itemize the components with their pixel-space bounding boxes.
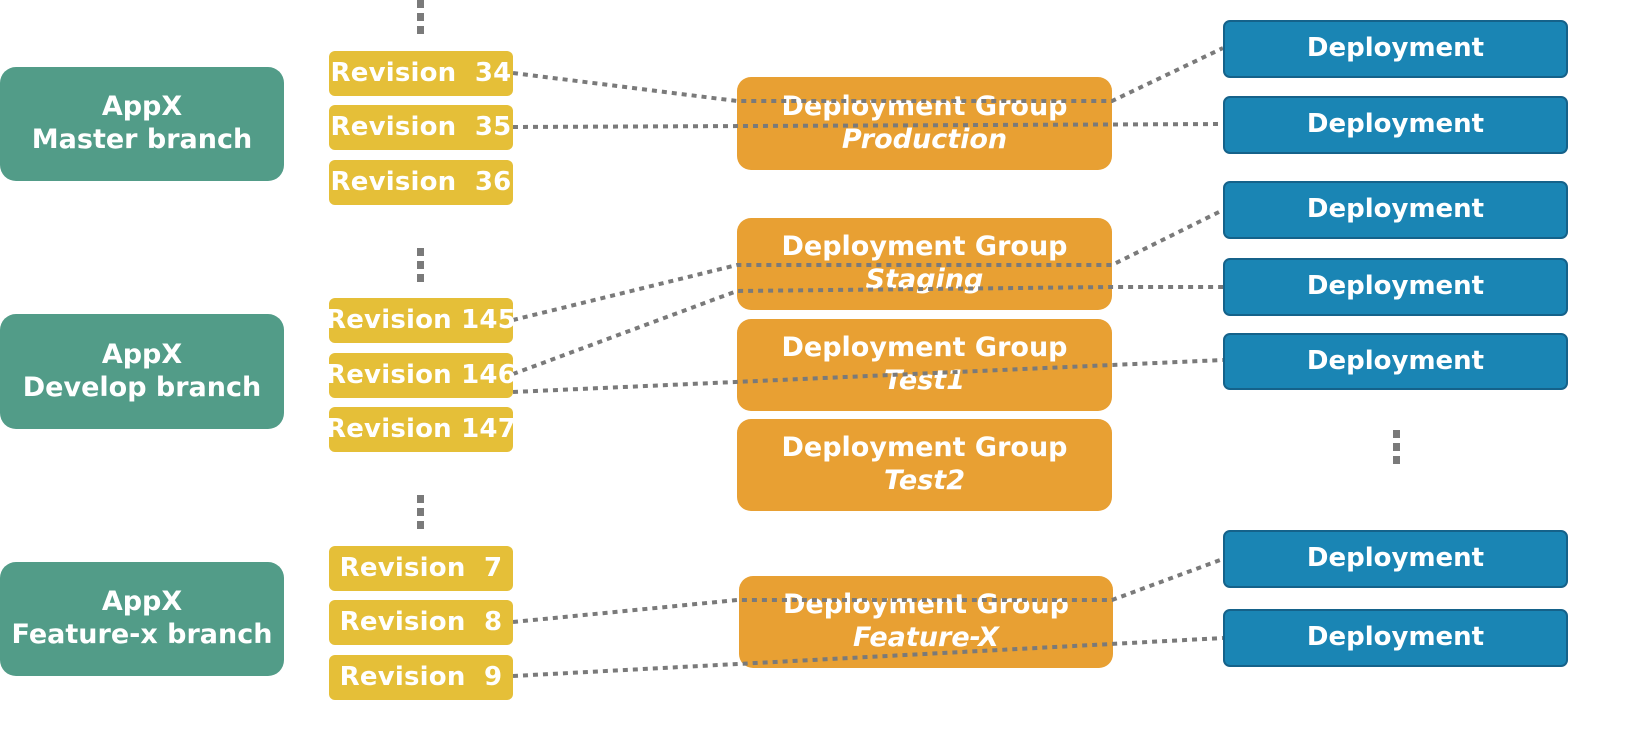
revision-145: Revision 145	[326, 298, 516, 343]
revision-147: Revision 147	[326, 407, 516, 452]
revision-34: Revision 34	[329, 51, 513, 96]
branch-name: Develop branch	[22, 371, 262, 403]
deployment-label: Deployment	[1306, 345, 1485, 376]
revision-9: Revision 9	[329, 655, 513, 700]
revision-36: Revision 36	[329, 160, 513, 205]
branch-develop: AppX Develop branch	[0, 314, 284, 429]
branch-app-name: AppX	[101, 91, 183, 123]
revision-label: Revision 36	[330, 166, 512, 197]
deployment-label: Deployment	[1306, 109, 1485, 140]
revision-ellipsis	[417, 248, 424, 286]
group-title: Deployment Group	[781, 432, 1068, 464]
deployment-group-production: Deployment Group Production	[737, 77, 1112, 170]
branch-app-name: AppX	[101, 338, 183, 370]
branch-feature-x: AppX Feature-x branch	[0, 562, 284, 676]
deployment-feature-x-2: Deployment	[1223, 609, 1568, 667]
revision-label: Revision 9	[339, 661, 503, 692]
revision-label: Revision 35	[330, 111, 512, 142]
revision-7: Revision 7	[329, 546, 513, 591]
deployment-label: Deployment	[1306, 622, 1485, 653]
deployment-test1: Deployment	[1223, 333, 1568, 390]
group-env: Production	[841, 123, 1008, 155]
group-title: Deployment Group	[782, 589, 1069, 621]
group-env: Test1	[883, 365, 965, 396]
revision-ellipsis	[417, 0, 424, 38]
connector-rev8-feature-x	[512, 557, 1224, 624]
deployment-staging-1: Deployment	[1223, 181, 1568, 239]
revision-8: Revision 8	[329, 600, 513, 645]
branch-name: Feature-x branch	[11, 619, 273, 650]
revision-label: Revision 34	[330, 57, 512, 88]
revision-label: Revision 146	[326, 359, 516, 390]
deployment-production-2: Deployment	[1223, 96, 1568, 154]
deployment-staging-2: Deployment	[1223, 258, 1568, 316]
deployment-group-staging: Deployment Group Staging	[737, 218, 1112, 310]
deployment-label: Deployment	[1306, 543, 1485, 574]
connector-rev146-staging	[512, 285, 1223, 376]
connector-rev35-production	[512, 122, 1224, 129]
revision-35: Revision 35	[329, 105, 513, 150]
deployment-ellipsis	[1393, 430, 1400, 468]
deployment-group-test2: Deployment Group Test2	[737, 419, 1112, 511]
group-env: Feature-X	[853, 622, 999, 653]
connector-rev34-production	[512, 46, 1224, 103]
group-title: Deployment Group	[781, 231, 1068, 263]
branch-name: Master branch	[31, 124, 253, 155]
group-env: Staging	[865, 264, 984, 295]
revision-146: Revision 146	[326, 353, 516, 398]
group-title: Deployment Group	[781, 90, 1068, 122]
deployment-label: Deployment	[1306, 194, 1485, 225]
branch-app-name: AppX	[101, 586, 183, 618]
deployment-group-test1: Deployment Group Test1	[737, 319, 1112, 411]
group-env: Test2	[883, 465, 965, 496]
deployment-feature-x-1: Deployment	[1223, 530, 1568, 588]
branch-master: AppX Master branch	[0, 67, 284, 181]
connector-rev9-feature-x	[512, 636, 1224, 678]
connector-rev145-staging	[512, 208, 1224, 322]
deployment-production-1: Deployment	[1223, 20, 1568, 78]
deployment-label: Deployment	[1306, 271, 1485, 302]
revision-label: Revision 8	[339, 606, 503, 637]
group-title: Deployment Group	[781, 332, 1068, 364]
deployment-label: Deployment	[1306, 33, 1485, 64]
revision-ellipsis	[417, 495, 424, 533]
revision-label: Revision 7	[339, 552, 503, 583]
revision-label: Revision 145	[326, 304, 516, 335]
revision-label: Revision 147	[326, 413, 516, 444]
connector-rev146-test1	[512, 358, 1224, 394]
